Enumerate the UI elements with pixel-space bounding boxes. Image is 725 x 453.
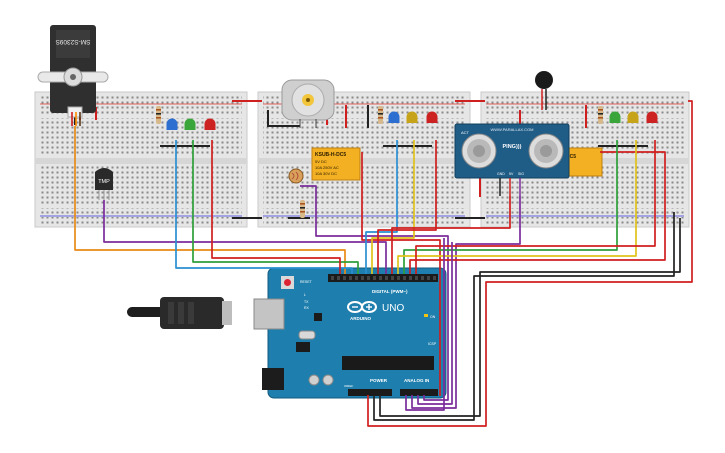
wire-relay2 — [409, 151, 666, 274]
wire-led-green-right — [403, 140, 618, 274]
wires — [74, 100, 693, 427]
resistor-ldr — [300, 200, 305, 218]
rx-label: RX — [304, 306, 310, 310]
temperature-sensor: TMP — [95, 168, 113, 200]
arduino-logo — [347, 301, 377, 313]
digital-label: DIGITAL (PWM~) — [372, 289, 408, 294]
l-label: L — [304, 293, 306, 297]
wire-led-yellow-right — [397, 140, 637, 274]
relay2-label: DC5 — [566, 154, 576, 160]
ultrasonic-sensor: WWW.PARALLAX.COM PING))) ACT GND 5V SIG — [454, 123, 570, 196]
ping-transducer-left — [461, 133, 497, 169]
board-name: UNO — [382, 303, 404, 314]
relay1-line-2: 5V DC — [315, 159, 327, 164]
wire-led-yellow-middle — [371, 140, 415, 274]
on-label: ON — [430, 315, 436, 319]
resistor-middle — [378, 106, 383, 124]
arduino-uno-board: RESET DIGITAL (PWM~) UNO ARDUINO TX RX L… — [253, 267, 447, 399]
relay1-line-3: 10A 250V AC — [315, 165, 339, 170]
wire-ground-main — [379, 218, 681, 417]
icsp-label: ICSP — [428, 342, 437, 346]
wire-led-red-right — [415, 140, 656, 274]
wire-ground-2 — [373, 212, 675, 421]
power-label: POWER — [370, 378, 388, 383]
relay-module-1: KSUB-H-DC5 5V DC 10A 250V AC 10A 30V DC — [311, 147, 361, 181]
wire-power-main — [367, 100, 693, 427]
wire-ping-5v — [391, 196, 511, 274]
servo-label: SM-S2309S — [55, 38, 91, 45]
reset-label: RESET — [300, 280, 313, 284]
led-yellow-middle — [406, 111, 418, 123]
microcontroller-chip — [342, 356, 434, 370]
wire-led-red-left — [211, 140, 341, 274]
ping-pin-sig: SIG — [518, 172, 524, 176]
ping-pin-5v: 5V — [509, 172, 514, 176]
wire-led-blue-left — [175, 140, 353, 274]
wire-analog-purple — [417, 242, 453, 405]
resistor-left — [156, 106, 161, 124]
led-yellow-right — [627, 111, 639, 123]
led-green-left — [184, 118, 196, 130]
led-red-middle — [426, 111, 438, 123]
wire-analog-purple-2 — [405, 238, 445, 411]
wire-tmp-signal — [103, 200, 387, 274]
dc-motor — [281, 79, 335, 128]
wire-led-blue-middle — [365, 140, 398, 274]
usb-cable — [127, 297, 232, 329]
tx-label: TX — [304, 300, 309, 304]
servo-motor: SM-S2309S — [37, 25, 109, 126]
led-green-right — [609, 111, 621, 123]
ping-url: WWW.PARALLAX.COM — [490, 127, 533, 132]
ioref-label: IOREF — [344, 384, 353, 388]
relay1-line-4: 10A 30V DC — [315, 171, 337, 176]
led-red-right — [646, 111, 658, 123]
led-blue-left — [166, 118, 178, 130]
wire-ldr — [300, 185, 449, 401]
ping-label: PING))) — [503, 144, 522, 150]
resistor-right — [598, 106, 603, 124]
ping-pin-gnd: GND — [497, 172, 505, 176]
ping-side-label: ACT — [461, 130, 470, 135]
board-brand: ARDUINO — [350, 316, 371, 321]
wire-relay1-signal — [361, 152, 441, 396]
digital-header-pins — [331, 276, 436, 280]
piezo-buzzer — [535, 71, 553, 110]
wire-led-green-left — [192, 140, 359, 274]
led-blue-middle — [388, 111, 400, 123]
wire-led-red-middle — [377, 140, 437, 274]
photoresistor — [288, 168, 304, 184]
analog-label: ANALOG IN — [404, 378, 429, 383]
wire-ping-signal — [411, 196, 521, 409]
led-red-left — [204, 118, 216, 130]
relay1-line-1: KSUB-H-DC5 — [315, 152, 346, 158]
ping-transducer-right — [528, 133, 564, 169]
sensor-label: TMP — [98, 179, 110, 185]
